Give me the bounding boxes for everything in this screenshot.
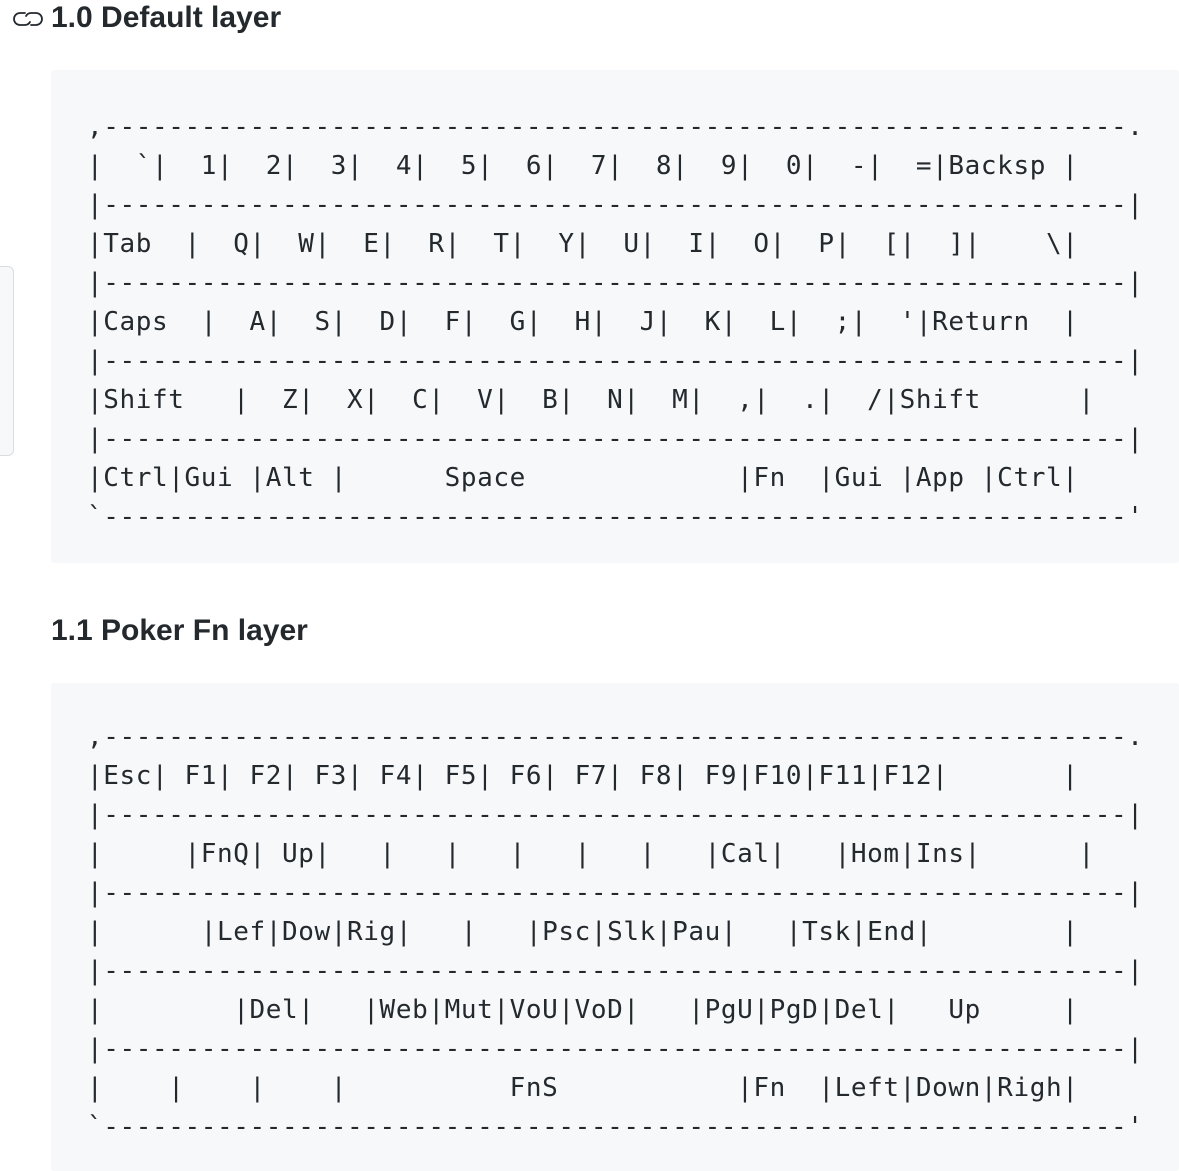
layout-line: |Esc| F1| F2| F3| F4| F5| F6| F7| F8| F9…	[87, 761, 1079, 791]
layout-line: |Tab | Q| W| E| R| T| Y| U| I| O| P| [| …	[87, 229, 1079, 259]
layout-line: |---------------------------------------…	[87, 424, 1144, 454]
layout-line: ,---------------------------------------…	[87, 722, 1144, 752]
layout-line: | | | | FnS |Fn |Left|Down|Righ|	[87, 1073, 1079, 1103]
layout-line: | |Del| |Web|Mut|VoU|VoD| |PgU|PgD|Del| …	[87, 995, 1079, 1025]
layout-line: |---------------------------------------…	[87, 800, 1144, 830]
code-block-default-layer: ,---------------------------------------…	[51, 70, 1179, 563]
layout-line: |---------------------------------------…	[87, 346, 1144, 376]
code-block-fn-layer: ,---------------------------------------…	[51, 683, 1179, 1171]
keyboard-layout-diagram: ,---------------------------------------…	[87, 108, 1143, 537]
layout-line: `---------------------------------------…	[87, 1112, 1144, 1142]
layout-line: |Shift | Z| X| C| V| B| N| M| ,| .| /|Sh…	[87, 385, 1095, 415]
layout-line: `---------------------------------------…	[87, 502, 1144, 532]
layout-line: | `| 1| 2| 3| 4| 5| 6| 7| 8| 9| 0| -| =|…	[87, 151, 1079, 181]
layout-line: |Ctrl|Gui |Alt | Space |Fn |Gui |App |Ct…	[87, 463, 1079, 493]
layout-line: |---------------------------------------…	[87, 190, 1144, 220]
keyboard-layout-diagram: ,---------------------------------------…	[87, 718, 1143, 1147]
section-heading: 1.1 Poker Fn layer	[51, 614, 308, 647]
link-icon[interactable]	[12, 6, 46, 32]
layout-line: |---------------------------------------…	[87, 956, 1144, 986]
layout-line: | |FnQ| Up| | | | | | |Cal| |Hom|Ins| |	[87, 839, 1095, 869]
layout-line: |---------------------------------------…	[87, 1034, 1144, 1064]
side-panel-tab[interactable]	[0, 266, 14, 456]
layout-line: |---------------------------------------…	[87, 878, 1144, 908]
layout-line: |---------------------------------------…	[87, 268, 1144, 298]
layout-line: ,---------------------------------------…	[87, 112, 1144, 142]
layout-line: | |Lef|Dow|Rig| | |Psc|Slk|Pau| |Tsk|End…	[87, 917, 1079, 947]
layout-line: |Caps | A| S| D| F| G| H| J| K| L| ;| '|…	[87, 307, 1079, 337]
section-heading: 1.0 Default layer	[51, 1, 282, 34]
